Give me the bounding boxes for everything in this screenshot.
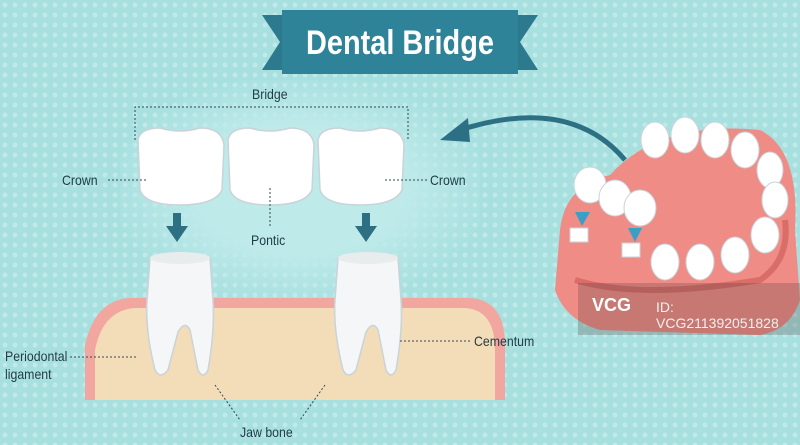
label-periodontal-line2: ligament (5, 366, 52, 382)
abutment-teeth (145, 254, 403, 376)
label-crown-left: Crown (62, 172, 98, 188)
denture-model-illustration (555, 116, 800, 335)
label-leaders (70, 179, 470, 421)
bridge-bracket (134, 106, 409, 140)
label-pontic: Pontic (251, 232, 286, 248)
abutment-tops (150, 252, 398, 264)
label-crown-right: Crown (430, 172, 466, 188)
curved-arrow (459, 115, 627, 162)
watermark-id: ID: VCG211392051828 (656, 299, 779, 331)
curved-arrow-head (440, 118, 470, 142)
bridge-crowns (137, 127, 405, 206)
down-arrows (166, 213, 377, 242)
watermark-logo: VCG (592, 295, 632, 315)
watermark-overlay (578, 283, 800, 335)
label-bridge: Bridge (252, 86, 288, 102)
label-periodontal-line1: Periodontal (5, 348, 68, 364)
page-title: Dental Bridge (306, 23, 494, 62)
title-banner (262, 10, 538, 74)
label-jaw-bone: Jaw bone (240, 424, 293, 440)
label-cementum: Cementum (474, 333, 535, 349)
